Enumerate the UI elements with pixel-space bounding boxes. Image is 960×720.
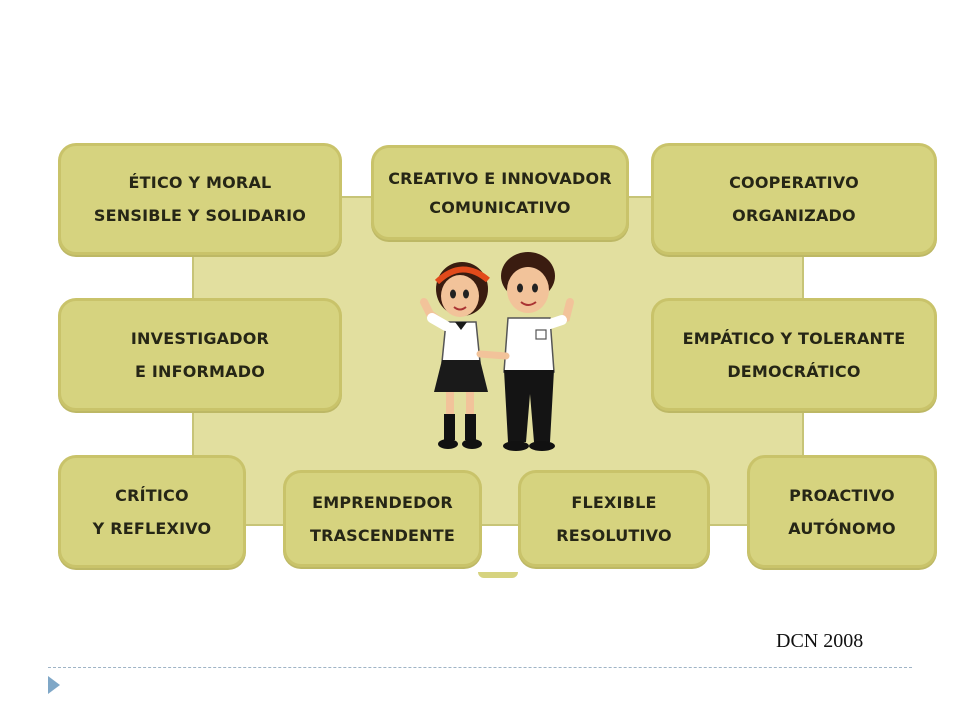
trait-box-investigador: INVESTIGADOR E INFORMADO	[58, 298, 342, 411]
trait-line: Y REFLEXIVO	[92, 518, 212, 538]
trait-box-proactivo: PROACTIVO AUTÓNOMO	[747, 455, 937, 568]
trait-line: ORGANIZADO	[732, 206, 856, 225]
trait-line: COOPERATIVO	[729, 173, 859, 192]
trait-line: SENSIBLE Y SOLIDARIO	[93, 206, 307, 225]
bottom-tab	[478, 572, 518, 578]
trait-box-critico: CRÍTICO Y REFLEXIVO	[58, 455, 246, 568]
trait-line: INVESTIGADOR	[130, 328, 270, 348]
trait-line: COMUNICATIVO	[429, 197, 571, 217]
trait-line: DEMOCRÁTICO	[727, 361, 861, 381]
boy-figure	[476, 252, 574, 451]
trait-line: FLEXIBLE	[571, 492, 657, 512]
triangle-bullet-icon	[48, 676, 60, 694]
trait-box-cooperativo: COOPERATIVO ORGANIZADO	[651, 143, 937, 255]
trait-box-flexible: FLEXIBLE RESOLUTIVO	[518, 470, 710, 567]
trait-box-creativo: CREATIVO E INNOVADOR COMUNICATIVO	[371, 145, 629, 240]
trait-box-etico: ÉTICO Y MORAL SENSIBLE Y SOLIDARIO	[58, 143, 342, 255]
source-label: DCN 2008	[776, 630, 864, 652]
trait-line: AUTÓNOMO	[788, 518, 896, 538]
trait-line: EMPRENDEDOR	[312, 492, 453, 512]
girl-figure	[420, 262, 490, 449]
trait-line: CREATIVO E INNOVADOR	[388, 168, 612, 188]
trait-line: RESOLUTIVO	[556, 525, 672, 545]
footer-divider	[48, 667, 912, 668]
trait-box-empatico: EMPÁTICO Y TOLERANTE DEMOCRÁTICO	[651, 298, 937, 411]
students-illustration-icon	[420, 252, 574, 451]
trait-line: PROACTIVO	[789, 485, 895, 505]
trait-line: TRASCENDENTE	[309, 525, 456, 545]
trait-box-emprendedor: EMPRENDEDOR TRASCENDENTE	[283, 470, 482, 567]
trait-line: E INFORMADO	[134, 361, 266, 381]
trait-line: EMPÁTICO Y TOLERANTE	[682, 328, 906, 348]
trait-line: CRÍTICO	[115, 485, 189, 505]
trait-line: ÉTICO Y MORAL	[128, 173, 272, 192]
